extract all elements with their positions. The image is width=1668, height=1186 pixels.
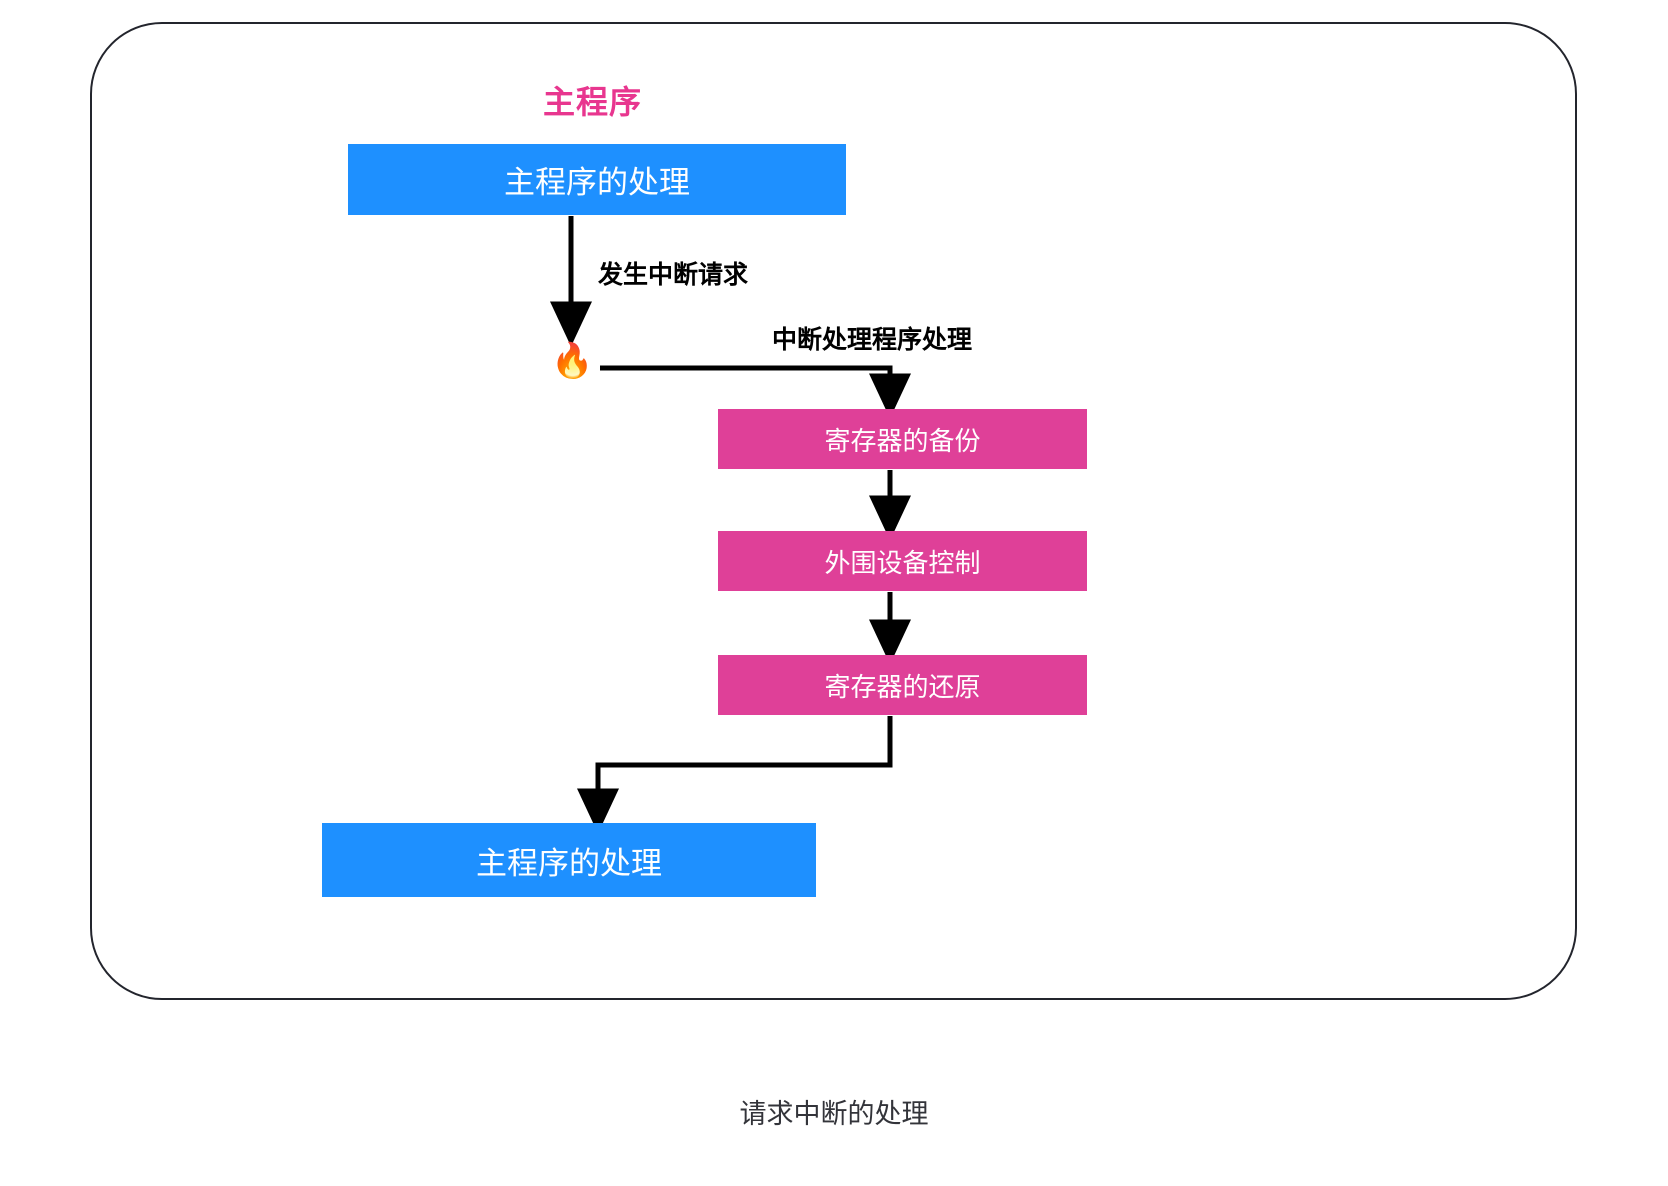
flame-icon: 🔥 — [551, 342, 594, 380]
edge-label-interrupt-request: 发生中断请求 — [598, 261, 749, 289]
figure-caption: 请求中断的处理 — [739, 1099, 929, 1129]
node-peripheral-control: 外围设备控制 — [718, 531, 1087, 591]
node-main-process-top: 主程序的处理 — [348, 144, 846, 215]
edge-label-handler-process: 中断处理程序处理 — [772, 326, 973, 354]
node-register-backup: 寄存器的备份 — [718, 409, 1087, 469]
node-main-process-bottom: 主程序的处理 — [322, 823, 816, 897]
node-register-restore: 寄存器的还原 — [718, 655, 1087, 715]
section-title-main-program: 主程序 — [543, 84, 643, 120]
